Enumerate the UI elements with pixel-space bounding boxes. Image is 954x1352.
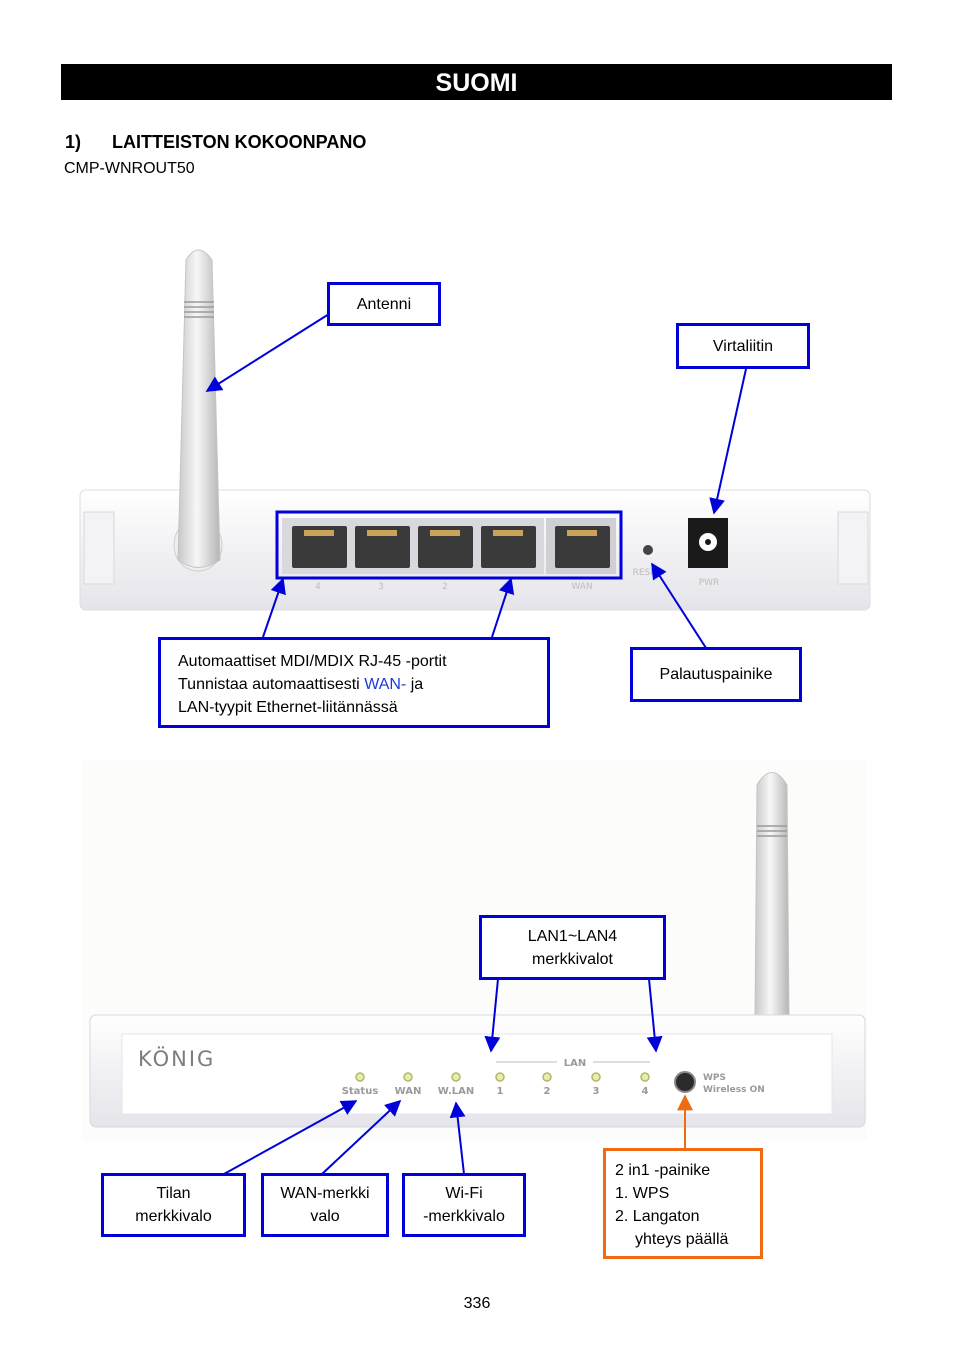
wan-led-callout: WAN-merkki valo: [261, 1173, 389, 1237]
led-label-lan2: 2: [544, 1086, 551, 1097]
led-label-wlan: W.LAN: [438, 1086, 475, 1097]
wan-led-callout-line1: WAN-merkki: [280, 1185, 370, 1202]
ports-callout-line1: Automaattiset MDI/MDIX RJ-45 -portit: [178, 653, 447, 670]
wps-button-callout: 2 in1 -painike 1. WPS 2. Langaton yhteys…: [603, 1148, 763, 1259]
ports-callout-line3: LAN-tyypit Ethernet-liitännässä: [178, 699, 398, 716]
wan-highlight-text: WAN-: [364, 676, 407, 693]
wps-callout-line2: 1. WPS: [615, 1185, 670, 1202]
lan-leds-callout-line1: LAN1~LAN4: [527, 927, 618, 945]
port-label-4: 4: [315, 582, 321, 592]
lan-leds-callout: LAN1~LAN4 merkkivalot: [479, 915, 666, 980]
wps-callout-line4: yhteys päällä: [635, 1231, 729, 1248]
reset-label: RESET: [633, 568, 662, 578]
led-label-lan3: 3: [593, 1086, 600, 1097]
antenna-front: [754, 772, 790, 1024]
status-led-callout-line1: Tilan: [156, 1185, 191, 1202]
led-label-status: Status: [342, 1086, 379, 1097]
router-rear-view: 4 3 2 1 WAN RESET PWR: [79, 249, 871, 611]
section-number: 1): [65, 132, 82, 152]
ports-callout: Automaattiset MDI/MDIX RJ-45 -portit Tun…: [158, 637, 550, 728]
led-label-lan4: 4: [642, 1086, 649, 1097]
antenna-rear: [177, 249, 221, 568]
reset-button-callout-text: Palautuspainike: [659, 666, 773, 683]
lan-group-label: LAN: [564, 1058, 586, 1069]
led-indicators: Status WAN W.LAN 1 2 3 4 LAN: [342, 1058, 650, 1097]
ports-callout-line2: Tunnistaa automaattisesti WAN- ja: [178, 676, 424, 693]
brand-logo: KÖNIG: [138, 1046, 215, 1071]
reset-hole: [643, 545, 653, 555]
wps-callout-line3: 2. Langaton: [615, 1208, 700, 1225]
wps-callout-line1: 2 in1 -painike: [615, 1162, 711, 1179]
status-led-callout: Tilan merkkivalo: [101, 1173, 246, 1237]
wifi-led-callout: Wi-Fi -merkkivalo: [402, 1173, 526, 1237]
wps-button: [674, 1071, 696, 1093]
rj45-ports: [282, 518, 616, 574]
callout-arrows: [205, 313, 747, 1175]
language-banner: SUOMI: [61, 64, 892, 100]
router-front-view: KÖNIG Status WAN W.LAN 1 2 3 4 LAN WPS: [82, 760, 867, 1140]
antenna-callout-text: Antenni: [356, 295, 412, 313]
reset-button-callout: Palautuspainike: [630, 647, 802, 702]
port-label-wan: WAN: [571, 582, 592, 592]
led-label-lan1: 1: [497, 1086, 504, 1097]
power-label: PWR: [699, 578, 720, 588]
port-label-2: 2: [442, 582, 448, 592]
power-connector-callout: Virtaliitin: [676, 323, 810, 369]
section-title: LAITTEISTON KOKOONPANO: [112, 132, 367, 152]
led-label-wan: WAN: [395, 1086, 422, 1097]
lan-leds-callout-line2: merkkivalot: [532, 950, 613, 968]
ports-highlight-box: [275, 510, 623, 580]
port-label-3: 3: [378, 582, 384, 592]
page-number: 336: [463, 1295, 491, 1312]
wan-led-callout-line2: valo: [310, 1208, 340, 1225]
wps-label: WPS: [703, 1073, 726, 1083]
wireless-on-label: Wireless ON: [703, 1085, 765, 1095]
section-heading: 1) LAITTEISTON KOKOONPANO: [65, 132, 366, 153]
status-led-callout-line2: merkkivalo: [135, 1208, 212, 1225]
wifi-led-callout-line2: -merkkivalo: [423, 1208, 505, 1225]
antenna-callout: Antenni: [327, 282, 441, 326]
power-connector-callout-text: Virtaliitin: [712, 337, 774, 355]
wifi-led-callout-line1: Wi-Fi: [445, 1185, 483, 1202]
model-number: CMP-WNROUT50: [64, 160, 195, 177]
